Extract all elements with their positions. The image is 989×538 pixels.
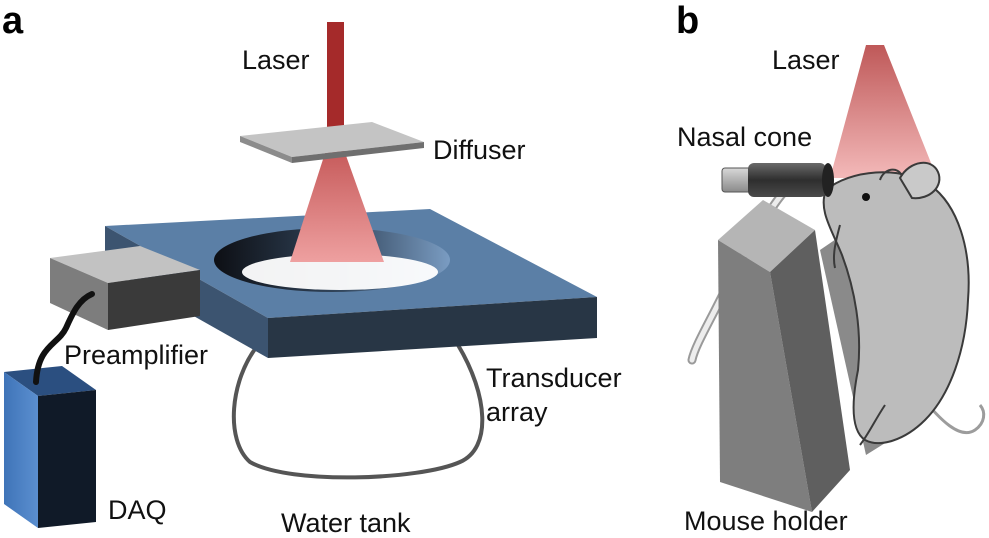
preamplifier-box: [50, 246, 200, 330]
label-daq: DAQ: [108, 495, 167, 525]
diffuser-plate: [240, 122, 424, 163]
panel-label-b: b: [676, 0, 700, 42]
label-transducer-line1: Transducer: [486, 363, 622, 393]
laser-beam-a: [327, 22, 344, 140]
label-laser-b: Laser: [772, 45, 840, 75]
mouse-ear: [898, 162, 941, 200]
preamp-cable: [33, 291, 95, 385]
mouse: [822, 162, 986, 446]
label-water-tank: Water tank: [281, 508, 411, 538]
daq-box: [4, 366, 96, 528]
label-nasal-cone: Nasal cone: [677, 122, 813, 152]
laser-cone-b: [830, 45, 937, 178]
label-transducer-line2: array: [486, 397, 548, 427]
mouse-hindleg: [859, 404, 886, 446]
nasal-cone: [721, 163, 834, 197]
label-laser-a: Laser: [242, 45, 310, 75]
panel-a-diagram: [4, 22, 597, 528]
mouse-forepaw: [832, 224, 841, 269]
label-mouse-holder: Mouse holder: [684, 506, 848, 536]
panel-b-diagram: [687, 45, 986, 512]
mouse-tail: [918, 394, 986, 434]
label-preamplifier: Preamplifier: [64, 340, 209, 370]
mouse-eye: [862, 193, 870, 201]
mouse-ear-rear: [879, 168, 903, 181]
panel-label-a: a: [2, 0, 24, 42]
laser-cone-a: [290, 150, 384, 262]
water-tank-outline: [231, 343, 485, 480]
label-diffuser: Diffuser: [433, 135, 526, 165]
